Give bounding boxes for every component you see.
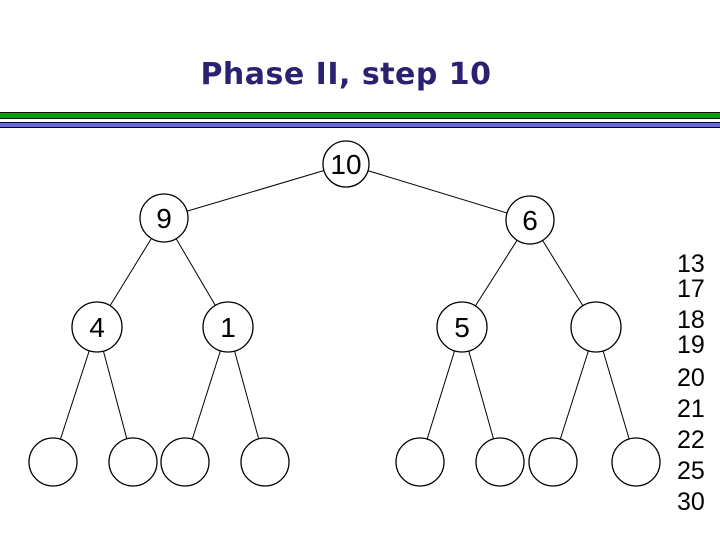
tree-node-label-left-left: 4	[89, 312, 105, 343]
side-number-item: 19	[677, 331, 705, 359]
tree-nodes	[28, 140, 661, 487]
tree-node-circle-right-left	[436, 301, 488, 353]
divider-bar-blue	[0, 122, 720, 128]
tree-node-label-right-left: 5	[454, 312, 470, 343]
tree-node-circle-leaf-7	[528, 437, 578, 487]
side-number-item: 21	[677, 395, 705, 423]
tree-node-circle-left-right	[202, 301, 254, 353]
side-number-item: 22	[677, 426, 705, 454]
tree-node-circle-leaf-8	[611, 437, 661, 487]
tree-node-circle-leaf-1	[28, 437, 78, 487]
tree-node-circle-left	[139, 193, 189, 243]
tree-node-label-left: 9	[156, 203, 172, 234]
tree-node-label-right: 6	[522, 205, 538, 236]
side-number-item: 13	[677, 250, 705, 278]
side-number-item: 25	[677, 457, 705, 485]
tree-node-circle-root	[322, 140, 370, 188]
tree-node-circle-right-right	[570, 301, 622, 353]
tree-edge-root-right	[345, 163, 531, 221]
divider-bar-green	[0, 112, 720, 119]
tree-node-circle-left-left	[71, 301, 123, 353]
tree-node-labels: 10 9 6 4 1 5	[89, 149, 538, 343]
tree-edge-root-left	[163, 163, 347, 219]
side-number-item: 18	[677, 306, 705, 334]
tree-node-circle-right	[505, 195, 555, 245]
tree-node-circle-leaf-4	[240, 437, 290, 487]
tree-node-circle-leaf-6	[475, 437, 525, 487]
side-number-item: 30	[677, 488, 705, 516]
tree-node-circle-leaf-2	[108, 437, 158, 487]
tree-node-label-left-right: 1	[220, 312, 236, 343]
side-number-item: 20	[677, 364, 705, 392]
side-number-item: 17	[677, 275, 705, 303]
tree-node-circle-leaf-5	[395, 437, 445, 487]
tree-node-label-root: 10	[330, 149, 361, 180]
tree-node-circle-leaf-3	[160, 437, 210, 487]
slide-title: Phase II, step 10	[200, 57, 492, 92]
